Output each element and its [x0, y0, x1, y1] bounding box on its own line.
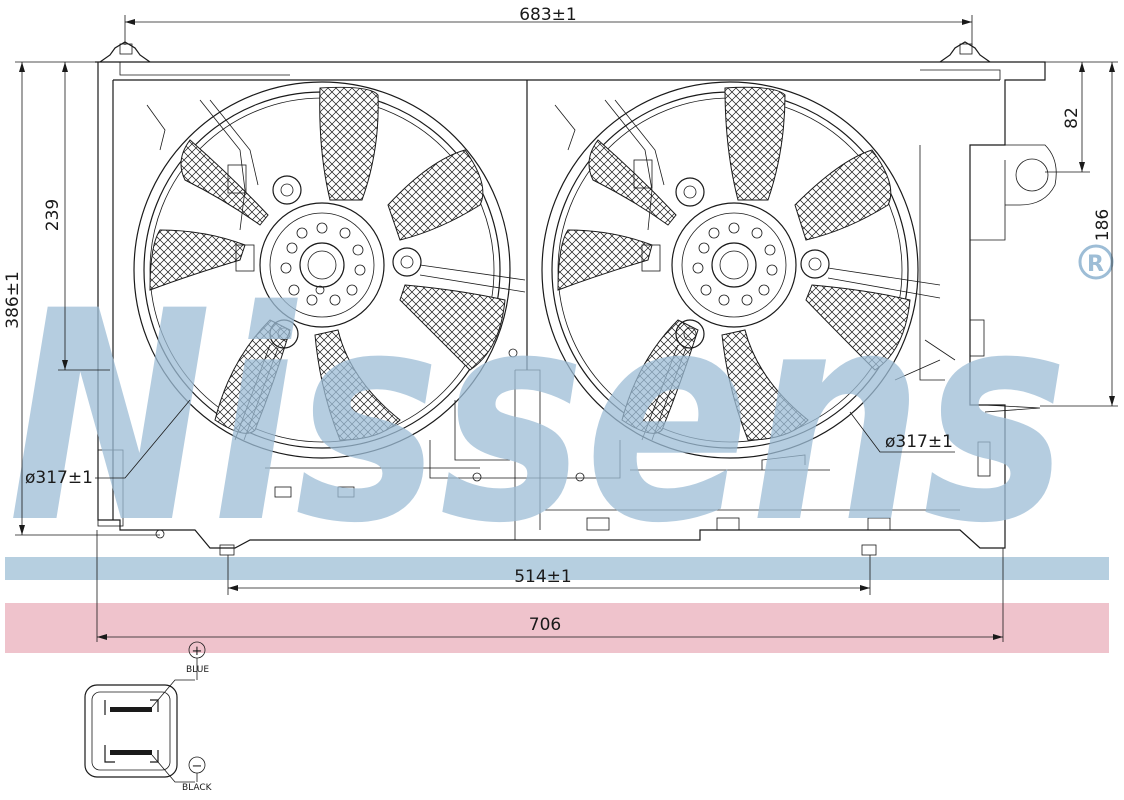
negative-symbol: − — [192, 759, 203, 774]
negative-wire-label: BLACK — [182, 783, 213, 793]
positive-symbol: + — [192, 644, 203, 659]
electrical-connector — [84, 641, 206, 783]
pink-band — [5, 603, 1109, 653]
positive-wire-label: BLUE — [186, 665, 209, 675]
positive-terminal — [110, 707, 152, 712]
dimension-lines — [15, 15, 1118, 642]
dim-overall-height: 386±1 — [3, 271, 23, 329]
dim-top-width: 683±1 — [519, 5, 577, 25]
dim-left-fan-diameter: ø317±1 — [25, 468, 93, 488]
dim-right-fan-diameter: ø317±1 — [885, 432, 953, 452]
dim-mount-spacing: 514±1 — [514, 567, 572, 587]
dim-left-height: 239 — [43, 199, 63, 231]
blue-band — [5, 557, 1109, 580]
shroud-frame — [95, 41, 1057, 556]
registered-letter: R — [1087, 252, 1104, 277]
negative-terminal — [110, 750, 152, 755]
dim-right-height: 186 — [1093, 209, 1113, 241]
dim-right-top: 82 — [1062, 107, 1082, 129]
left-fan — [133, 81, 526, 459]
right-fan — [541, 81, 956, 459]
brand-watermark: Nissens — [8, 250, 1068, 587]
dim-overall-width: 706 — [529, 615, 561, 635]
